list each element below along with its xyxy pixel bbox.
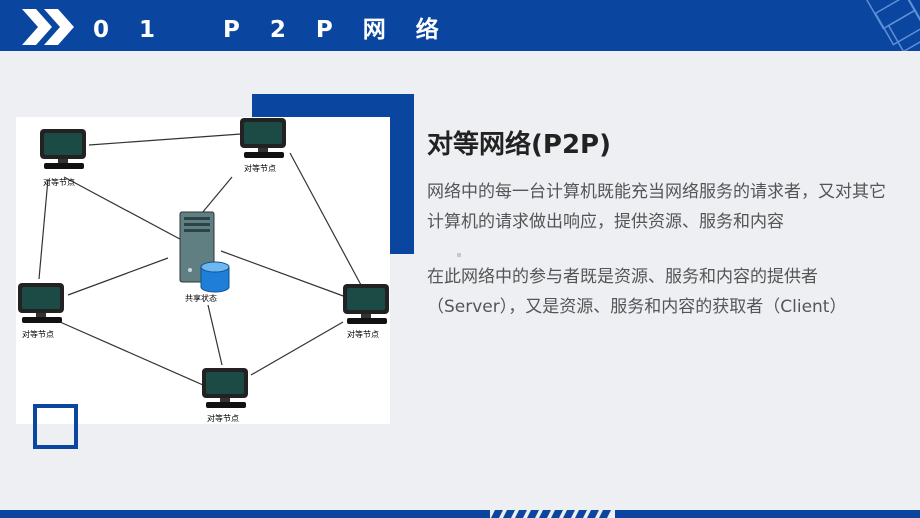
node-label: 对等节点 xyxy=(347,330,379,339)
section-number: 0 1 xyxy=(93,17,167,43)
node-label: 共享状态 xyxy=(185,294,217,303)
bullet-dot xyxy=(457,253,461,257)
node-label: 对等节点 xyxy=(22,330,54,339)
computer-icon xyxy=(202,368,248,408)
network-links xyxy=(38,133,362,386)
double-chevron-icon xyxy=(22,9,74,45)
bottom-stripe-bar xyxy=(0,510,920,518)
computer-icon xyxy=(18,283,64,323)
node-label: 对等节点 xyxy=(43,178,75,187)
paragraph-definition: 网络中的每一台计算机既能充当网络服务的请求者，又对其它计算机的请求做出响应，提供… xyxy=(427,182,886,232)
computer-icon xyxy=(343,284,389,324)
computer-icon xyxy=(40,129,86,169)
paragraph-roles: 在此网络中的参与者既是资源、服务和内容的提供者（Server），又是资源、服务和… xyxy=(427,267,847,317)
section-title: 0 1 P 2 P 网 络 xyxy=(93,10,450,44)
decorative-outline-square xyxy=(33,404,78,449)
p2p-network-diagram: 对等节点 对等节点 对等节点 对等节点 对等节点 共享状态 xyxy=(16,117,390,424)
decorative-squares-icon xyxy=(864,0,920,51)
section-name: P 2 P 网 络 xyxy=(223,17,450,43)
computer-icon xyxy=(240,118,286,158)
node-label: 对等节点 xyxy=(207,414,239,423)
node-label: 对等节点 xyxy=(244,164,276,173)
database-icon xyxy=(200,261,230,293)
content-heading: 对等网络(P2P) xyxy=(427,130,611,160)
header-bar: 0 1 P 2 P 网 络 xyxy=(0,0,920,51)
